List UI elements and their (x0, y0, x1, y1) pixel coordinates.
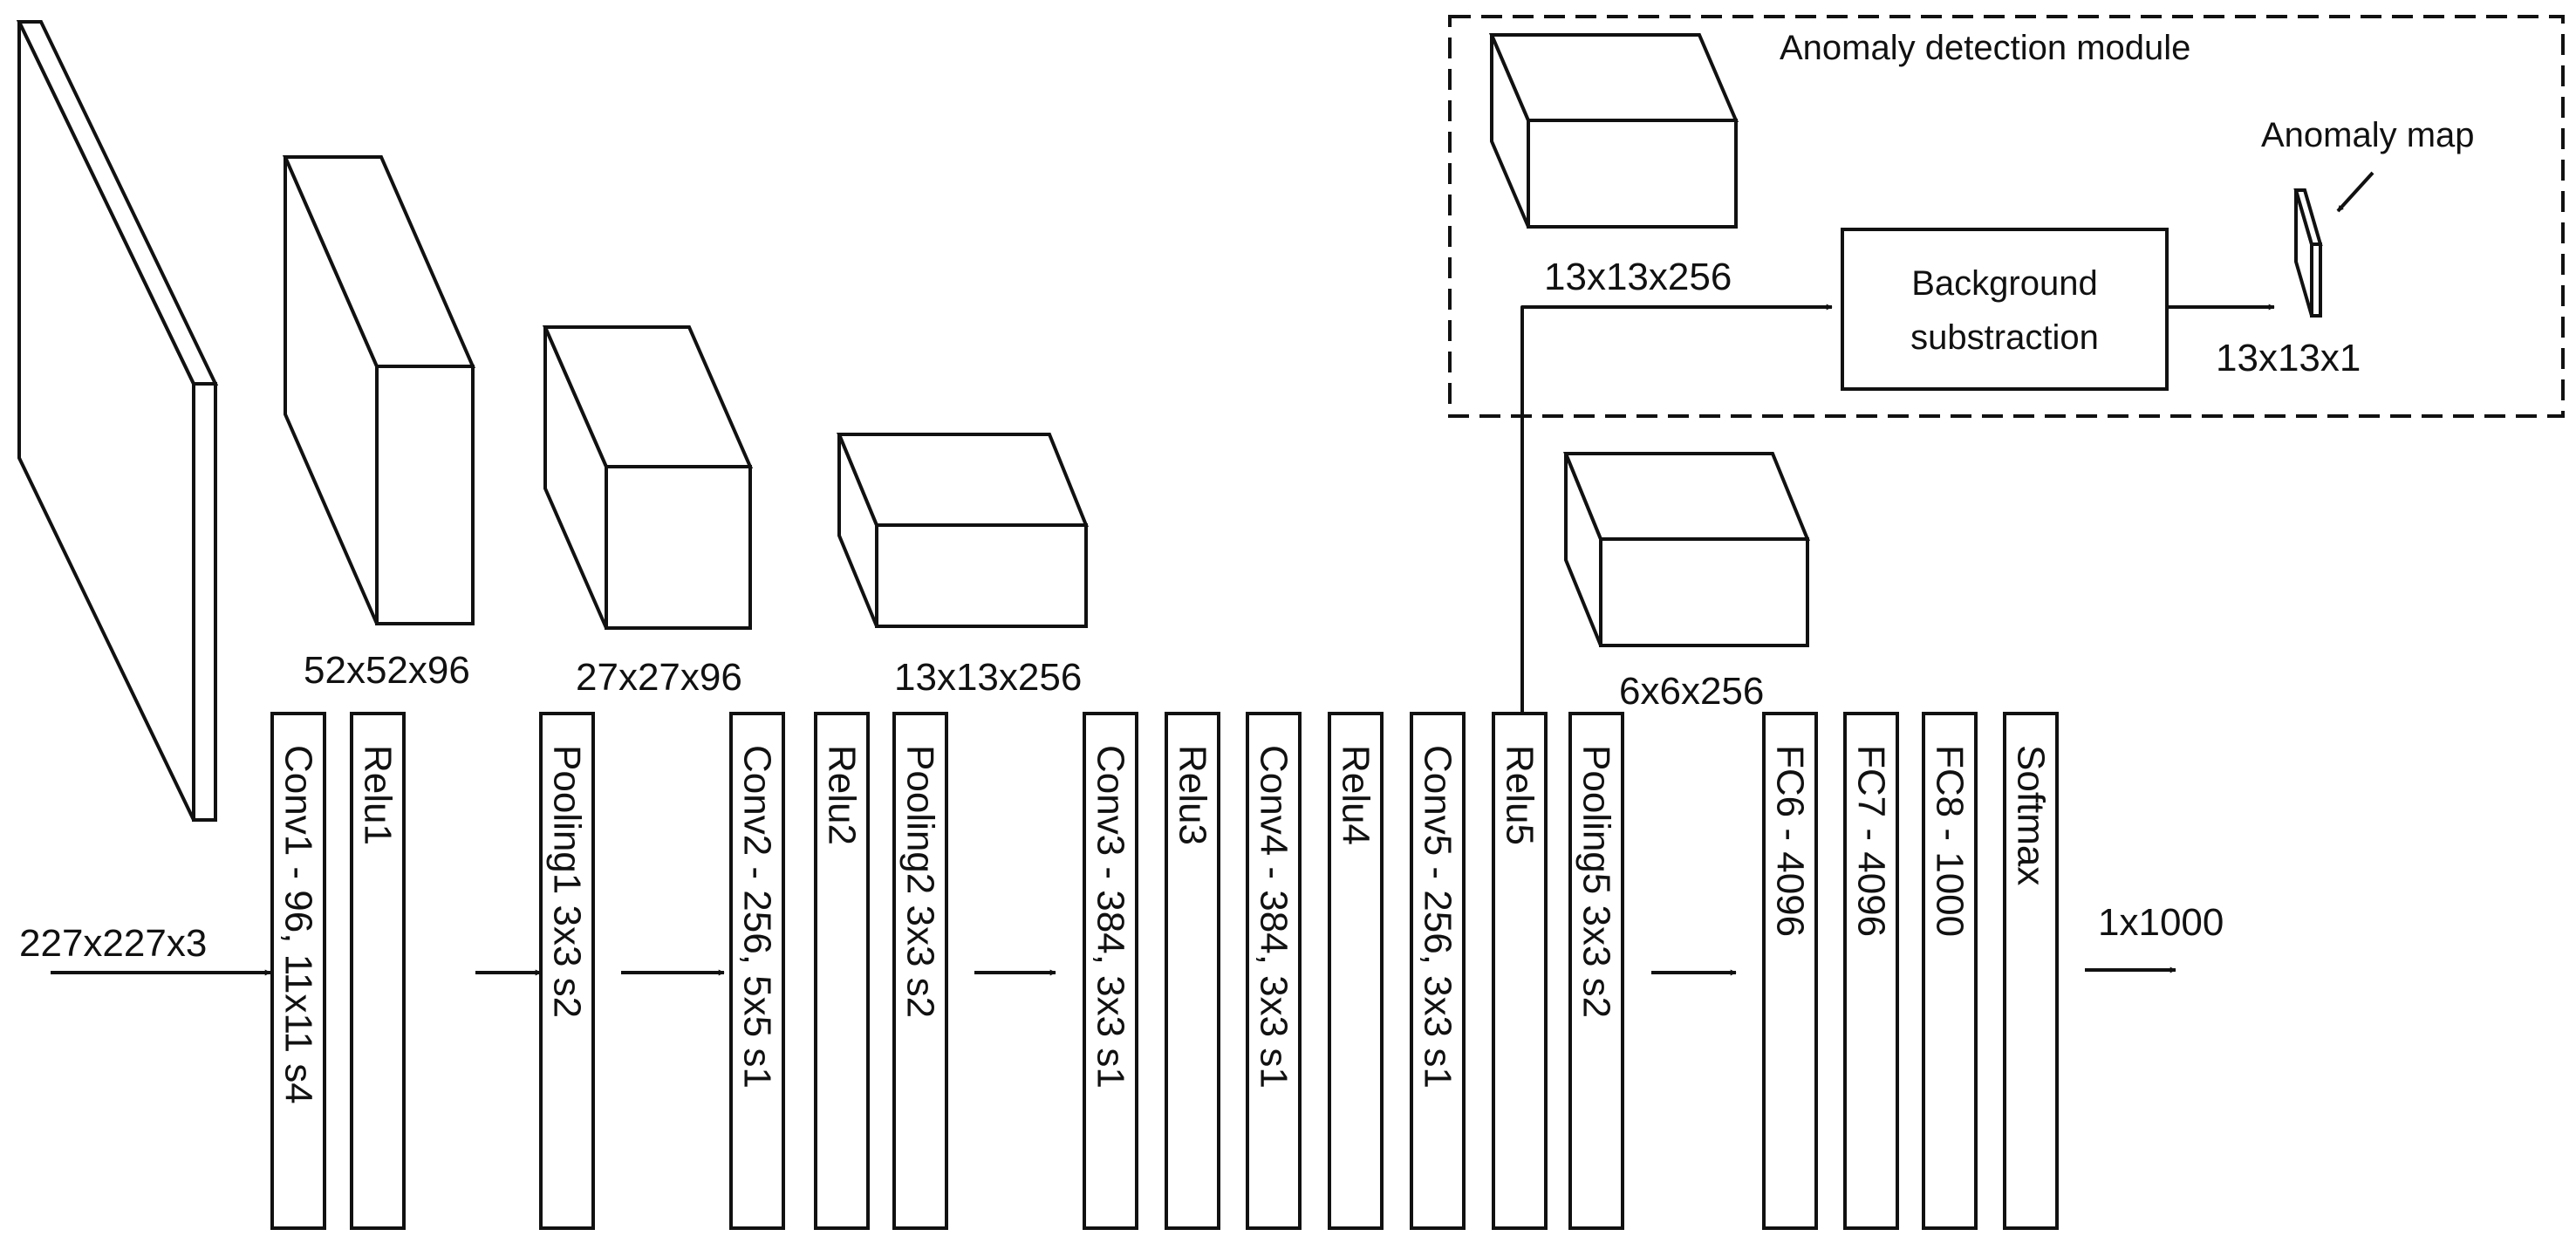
layer-conv4: Conv4 - 384, 3x3 s1 (1246, 712, 1302, 1230)
layer-box-conv3 (1083, 712, 1138, 1230)
layer-conv5: Conv5 - 256, 3x3 s1 (1410, 712, 1466, 1230)
layer-fc6: FC6 - 4096 (1762, 712, 1818, 1230)
layer-label-relu4: Relu4 (1335, 745, 1377, 845)
layer-box-conv5 (1410, 712, 1466, 1230)
layer-softmax: Softmax (2003, 712, 2059, 1230)
layer-relu5: Relu5 (1492, 712, 1548, 1230)
output-label: 1x1000 (2098, 901, 2224, 944)
layer-label-pool1: Pooling1 3x3 s2 (546, 745, 589, 1018)
layer-box-relu4 (1328, 712, 1384, 1230)
layer-conv3: Conv3 - 384, 3x3 s1 (1083, 712, 1138, 1230)
layer-label-fc8: FC8 - 1000 (1929, 745, 1971, 937)
background-subtraction-box (1841, 228, 2169, 391)
layer-relu4: Relu4 (1328, 712, 1384, 1230)
flow-arrows (51, 966, 2176, 976)
layer-stack: Conv1 - 96, 11x11 s4 Relu1 Pooling1 3x3 s2… (270, 712, 2059, 1230)
layer-conv2: Conv2 - 256, 5x5 s1 (729, 712, 785, 1230)
layer-box-fc7 (1843, 712, 1899, 1230)
layer-label-relu1: Relu1 (357, 745, 400, 845)
layer-label-pool5: Pooling5 3x3 s2 (1575, 745, 1618, 1018)
layer-box-relu3 (1165, 712, 1220, 1230)
layer-label-conv2: Conv2 - 256, 5x5 s1 (736, 745, 779, 1089)
layer-box-softmax (2003, 712, 2059, 1230)
layer-box-fc6 (1762, 712, 1818, 1230)
layer-box-fc8 (1922, 712, 1978, 1230)
volume-label-13x13x256: 13x13x256 (894, 656, 1082, 699)
layer-box-conv4 (1246, 712, 1302, 1230)
anomaly-map-size-label: 13x13x1 (2216, 337, 2361, 379)
layer-label-relu3: Relu3 (1172, 745, 1214, 845)
layer-box-pool2 (892, 712, 948, 1230)
layer-relu2: Relu2 (814, 712, 870, 1230)
volume-6x6x256 (1563, 452, 1810, 647)
anomaly-map-pointer (2336, 171, 2374, 213)
volume-13x13x256 (837, 433, 1089, 628)
volume-52x52x96 (282, 155, 476, 625)
branch-connector (1520, 304, 1833, 714)
layer-label-fc7: FC7 - 4096 (1850, 745, 1893, 937)
branch-volume-label: 13x13x256 (1544, 256, 1732, 298)
volume-27x27x96 (542, 325, 754, 630)
anomaly-map-label: Anomaly map (2261, 116, 2475, 154)
layer-label-relu5: Relu5 (1499, 745, 1541, 845)
layer-label-pool2: Pooling2 3x3 s2 (899, 745, 942, 1018)
input-volume (16, 20, 219, 822)
layer-pool2: Pooling2 3x3 s2 (892, 712, 948, 1230)
layer-box-pool1 (539, 712, 595, 1230)
layer-box-relu1 (350, 712, 406, 1230)
input-label: 227x227x3 (19, 922, 207, 965)
anomaly-detection-module: Anomaly detection module Background subs… (1448, 15, 2565, 714)
process-label-line2: substraction (1910, 318, 2099, 357)
layer-label-conv3: Conv3 - 384, 3x3 s1 (1090, 745, 1132, 1089)
anomaly-map-volume (2293, 188, 2323, 318)
layer-box-conv1 (270, 712, 326, 1230)
layer-label-fc6: FC6 - 4096 (1769, 745, 1812, 937)
layer-label-relu2: Relu2 (821, 745, 864, 845)
process-label-line1: Background (1911, 264, 2097, 303)
branch-volume-13x13x256 (1488, 33, 1739, 229)
layer-label-softmax: Softmax (2010, 745, 2053, 885)
layer-pool1: Pooling1 3x3 s2 (539, 712, 595, 1230)
layer-conv1: Conv1 - 96, 11x11 s4 (270, 712, 326, 1230)
volume-label-6x6x256: 6x6x256 (1619, 670, 1764, 713)
layer-relu1: Relu1 (350, 712, 406, 1230)
volume-label-27x27x96: 27x27x96 (576, 656, 742, 699)
layer-box-conv2 (729, 712, 785, 1230)
layer-label-conv4: Conv4 - 384, 3x3 s1 (1253, 745, 1295, 1089)
layer-pool5: Pooling5 3x3 s2 (1568, 712, 1624, 1230)
layer-relu3: Relu3 (1165, 712, 1220, 1230)
layer-box-relu2 (814, 712, 870, 1230)
layer-box-pool5 (1568, 712, 1624, 1230)
volume-label-52x52x96: 52x52x96 (304, 649, 470, 692)
layer-fc7: FC7 - 4096 (1843, 712, 1899, 1230)
layer-label-conv1: Conv1 - 96, 11x11 s4 (277, 745, 320, 1104)
layer-fc8: FC8 - 1000 (1922, 712, 1978, 1230)
layer-box-relu5 (1492, 712, 1548, 1230)
layer-label-conv5: Conv5 - 256, 3x3 s1 (1417, 745, 1459, 1089)
module-title: Anomaly detection module (1780, 29, 2190, 67)
